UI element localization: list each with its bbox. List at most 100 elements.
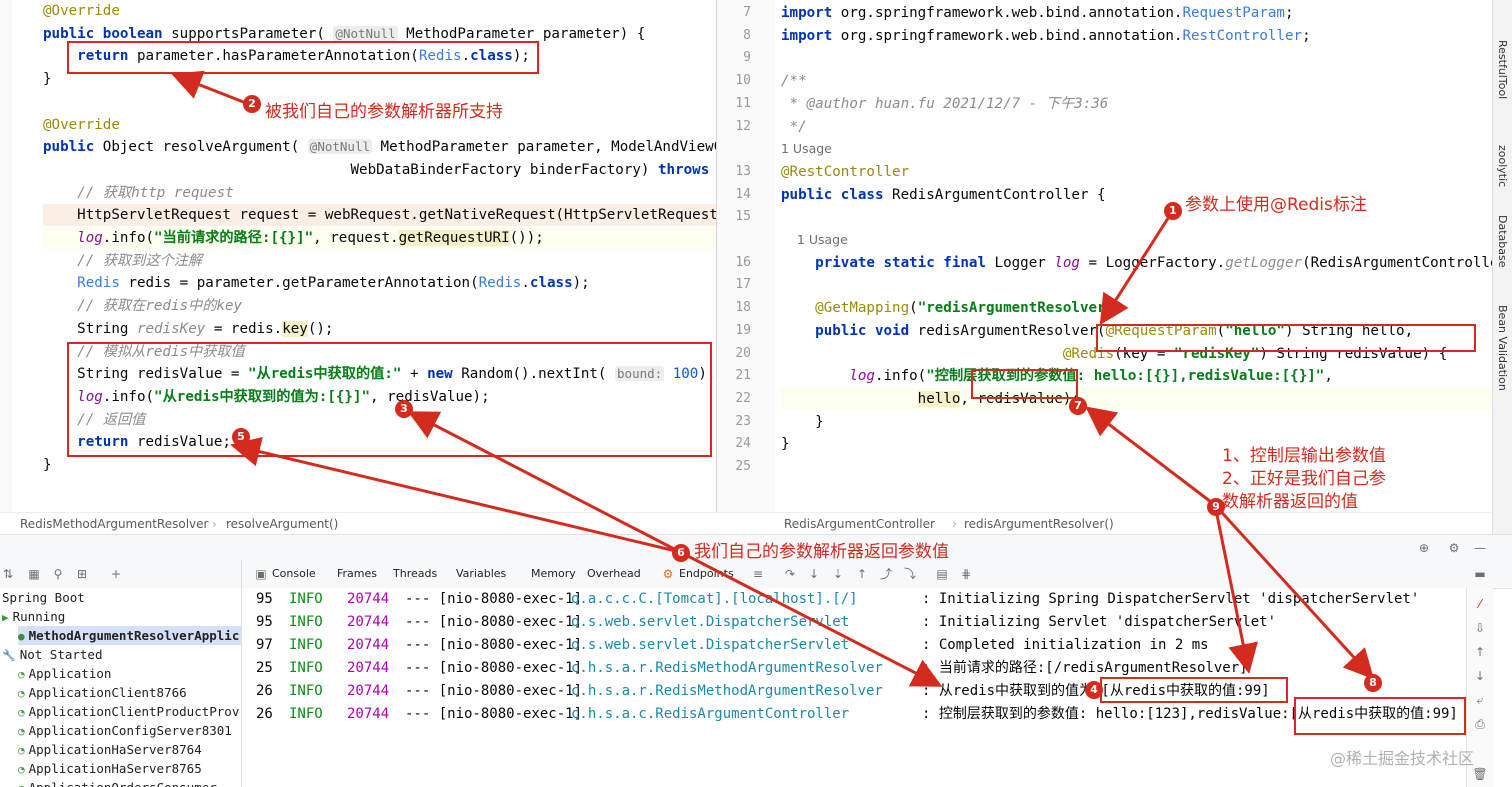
trace-icon[interactable]: ⋕ [960, 567, 972, 581]
tab-threads[interactable]: Threads [393, 567, 438, 580]
code-line[interactable]: hello, redisValue); [781, 387, 1492, 410]
drop-frame-icon[interactable]: ⤴ [879, 567, 892, 581]
code-line[interactable]: public void redisArgumentResolver(@Reque… [781, 320, 1492, 342]
print-icon[interactable]: ⎙ [1475, 717, 1485, 731]
code-line[interactable]: */ [781, 116, 1492, 138]
code-line[interactable]: @Override [43, 114, 716, 136]
code-line[interactable]: * @author huan.fu 2021/12/7 - 下午3:36 [781, 93, 1492, 115]
code-line[interactable]: public Object resolveArgument( @NotNull … [43, 136, 716, 158]
tree-item[interactable]: ◔ApplicationOrdersConsumer [18, 778, 241, 787]
code-line[interactable]: // 返回值 [43, 409, 716, 431]
toolbar-divider [241, 560, 242, 588]
menu-icon[interactable]: ≡ [752, 567, 764, 581]
force-step-icon[interactable]: ⇣ [832, 567, 844, 581]
tree-item[interactable]: ◔ApplicationClient8766 [18, 683, 241, 702]
code-line[interactable]: import org.springframework.web.bind.anno… [781, 25, 1492, 47]
tree-item[interactable]: ◔Application [18, 664, 241, 683]
code-line[interactable]: @Redis(key = "redisKey") String redisVal… [781, 343, 1492, 365]
layout-icon[interactable]: ▬ [1474, 567, 1486, 581]
tree-item-icon: ◔ [18, 725, 25, 738]
code-line[interactable]: @RestController [781, 161, 1492, 183]
breadcrumb-method[interactable]: resolveArgument() [226, 517, 339, 531]
restfultool-tab[interactable]: RestfulTool [1496, 40, 1509, 100]
code-token: @Override [43, 116, 120, 133]
code-line[interactable]: // 模拟从redis中获取值 [43, 341, 716, 363]
code-line[interactable]: } [43, 68, 716, 90]
code-line[interactable]: } [781, 411, 1492, 433]
code-line[interactable]: log.info("当前请求的路径:[{}]", request.getRequ… [43, 227, 716, 249]
code-line[interactable]: // 获取http request [43, 182, 716, 204]
tab-memory[interactable]: Memory [531, 567, 576, 580]
group-icon[interactable]: ▦ [28, 567, 40, 581]
code-line[interactable]: public class RedisArgumentController { [781, 184, 1492, 206]
code-line[interactable]: private static final Logger log = Logger… [781, 252, 1492, 274]
tree-item[interactable]: ◔ApplicationHaServer8764 [18, 740, 241, 759]
tab-overhead[interactable]: Overhead [587, 567, 641, 580]
trash-icon[interactable]: 🗑 [1472, 767, 1488, 781]
code-line[interactable]: 1 Usage [781, 138, 1492, 160]
tree-item[interactable]: 🔧Not Started [2, 645, 241, 664]
code-line[interactable]: Redis redis = parameter.getParameterAnno… [43, 272, 716, 294]
tree-item[interactable]: Spring Boot [2, 588, 241, 607]
tree-item[interactable]: ◔ApplicationClientProductProv [18, 702, 241, 721]
tree-item[interactable]: ●MethodArgumentResolverApplic [18, 626, 241, 645]
expand-icon[interactable]: ⇅ [2, 567, 14, 581]
bean-validation-tab[interactable]: Bean Validation [1496, 305, 1509, 391]
code-line[interactable]: return parameter.hasParameterAnnotation(… [43, 45, 716, 67]
code-line[interactable]: // 获取在redis中的key [43, 295, 716, 317]
scroll-end-icon[interactable]: ⇩ [1474, 621, 1486, 635]
tree-item[interactable]: ▶Running [2, 607, 241, 626]
code-line[interactable]: log.info("从redis中获取到的值为:[{}]", redisValu… [43, 386, 716, 408]
new-tab-icon[interactable]: ⊞ [76, 567, 88, 581]
breadcrumb-class[interactable]: RedisMethodArgumentResolver [20, 517, 209, 531]
code-line[interactable]: WebDataBinderFactory binderFactory) thro… [43, 159, 716, 181]
tab-variables[interactable]: Variables [456, 567, 507, 580]
code-line[interactable]: @Override [43, 0, 716, 22]
tree-item-label: ApplicationOrdersConsumer [29, 780, 217, 787]
run-to-cursor-icon[interactable]: ⤵ [903, 567, 916, 581]
code-line[interactable]: return redisValue; [43, 431, 716, 453]
down-icon[interactable]: ↓ [1474, 669, 1486, 683]
code-line[interactable]: public boolean supportsParameter( @NotNu… [43, 23, 716, 45]
code-line[interactable]: /** [781, 70, 1492, 92]
evaluate-icon[interactable]: ▤ [936, 567, 948, 581]
breadcrumb-class[interactable]: RedisArgumentController [784, 517, 935, 531]
step-out-icon[interactable]: ↑ [856, 567, 868, 581]
filter-icon[interactable]: ⚲ [53, 567, 63, 581]
code-line[interactable]: String redisKey = redis.key(); [43, 318, 716, 340]
code-token: log [77, 388, 103, 405]
breadcrumb-method[interactable]: redisArgumentResolver() [964, 517, 1114, 531]
database-tab[interactable]: Database [1496, 215, 1509, 268]
tab-frames[interactable]: Frames [337, 567, 378, 580]
tree-item[interactable]: ◔ApplicationHaServer8765 [18, 759, 241, 778]
zoolytic-tab[interactable]: zoolytic [1496, 145, 1509, 188]
tab-endpoints[interactable]: Endpoints [679, 567, 734, 580]
soft-wrap-icon[interactable]: ⁄ [1478, 597, 1481, 611]
globe-icon[interactable]: ⊕ [1418, 541, 1430, 555]
add-icon[interactable]: + [110, 567, 122, 581]
up-icon[interactable]: ↑ [1474, 645, 1486, 659]
code-line[interactable]: import org.springframework.web.bind.anno… [781, 2, 1492, 24]
code-line[interactable]: 1 Usage [781, 229, 1492, 251]
minimize-icon[interactable]: — [1474, 541, 1486, 555]
tree-item[interactable]: ◔ApplicationConfigServer8301 [18, 721, 241, 740]
code-token: parameter.hasParameterAnnotation( [136, 48, 419, 65]
tab-console[interactable]: Console [272, 567, 316, 580]
step-into-icon[interactable]: ↓ [808, 567, 820, 581]
right-code-area[interactable]: import org.springframework.web.bind.anno… [781, 0, 1492, 500]
services-tree[interactable]: Spring Boot▶Running●MethodArgumentResolv… [0, 588, 242, 787]
pane-divider[interactable] [716, 0, 717, 512]
code-line[interactable]: // 获取到这个注解 [43, 250, 716, 272]
code-line[interactable]: @GetMapping("redisArgumentResolver") [781, 297, 1492, 319]
wrap-icon[interactable]: ⤶ [1476, 693, 1484, 707]
code-line[interactable]: log.info("控制层获取到的参数值: hello:[{}],redisVa… [781, 365, 1492, 387]
code-line[interactable]: HttpServletRequest request = webRequest.… [43, 204, 716, 227]
code-line[interactable]: } [43, 454, 716, 476]
code-line[interactable]: } [781, 433, 1492, 455]
step-over-icon[interactable]: ↷ [784, 567, 796, 581]
gear-icon[interactable]: ⚙ [1448, 541, 1460, 555]
